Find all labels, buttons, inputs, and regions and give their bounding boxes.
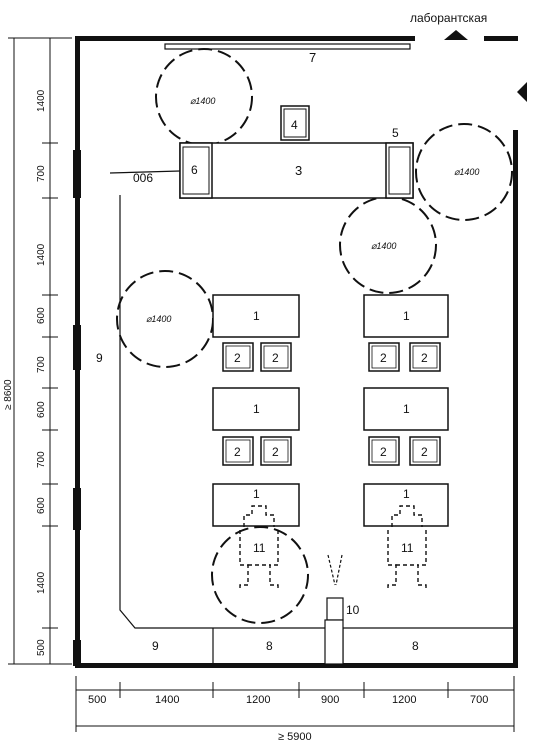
dim-bottom-5: 1200 — [392, 694, 416, 706]
dim-left-3: 1400 — [36, 243, 47, 266]
dim-bottom-6: 700 — [470, 694, 488, 706]
desk-left-3 — [212, 483, 300, 527]
label-desk-l2: 1 — [253, 402, 260, 416]
wheelchair-place-right — [387, 505, 427, 590]
dim-bottom-3: 1200 — [246, 694, 270, 706]
dim-bottom-1: 500 — [88, 694, 106, 706]
dim-bottom-total: ≥ 5900 — [278, 731, 312, 743]
student-desks — [212, 294, 449, 527]
label-wheelchair-left: 11 — [253, 541, 266, 555]
dim-left-total: ≥ 8600 — [3, 379, 14, 410]
dim-bottom-4: 900 — [321, 694, 339, 706]
label-item-9-bottom: 9 — [152, 639, 159, 653]
label-item-5: 5 — [392, 126, 399, 140]
turn-circle-5 — [211, 526, 309, 624]
turn-circle-label-3: ⌀1400 — [371, 241, 396, 251]
label-item-10: 10 — [346, 603, 360, 617]
dim-left-7: 700 — [36, 451, 47, 468]
desk-right-3 — [363, 483, 449, 527]
side-strip-outline — [119, 195, 514, 629]
label-chair: 2 — [421, 351, 428, 365]
desk-right-2 — [363, 387, 449, 431]
label-wheelchair-right: 11 — [401, 541, 414, 555]
desk-left-1 — [212, 294, 300, 338]
item-4-box — [280, 105, 310, 141]
label-desk-r2: 1 — [403, 402, 410, 416]
dim-left-6: 600 — [36, 401, 47, 418]
student-chairs — [222, 342, 441, 466]
dim-left-9: 1400 — [36, 571, 47, 594]
dim-left-8: 600 — [36, 497, 47, 514]
board-item-7 — [164, 43, 411, 50]
turn-circles — [116, 48, 513, 624]
item-6-box — [179, 142, 213, 199]
turn-circle-label-4: ⌀1400 — [146, 314, 171, 324]
label-item-9-side: 9 — [96, 351, 103, 365]
wheelchair-place-left — [239, 505, 279, 590]
door-arrow-right — [517, 82, 527, 102]
turn-circle-label-2: ⌀1400 — [454, 167, 479, 177]
door-arrow-top — [444, 30, 468, 40]
bottom-dimension-chain — [75, 676, 515, 732]
turn-circle-label-1: ⌀1400 — [190, 96, 215, 106]
label-item-8-right: 8 — [412, 639, 419, 653]
dim-bottom-2: 1400 — [155, 694, 179, 706]
label-chair: 2 — [234, 445, 241, 459]
dim-left-10: 500 — [36, 639, 47, 656]
turn-circle-1 — [155, 48, 253, 146]
label-item-7: 7 — [309, 50, 316, 65]
label-chair: 2 — [272, 351, 279, 365]
label-chair: 2 — [380, 445, 387, 459]
label-demo-table: 3 — [295, 163, 302, 178]
item-10 — [324, 554, 344, 665]
dim-left-5: 700 — [36, 356, 47, 373]
desk-left-2 — [212, 387, 300, 431]
desk-right-1 — [363, 294, 449, 338]
label-desk-l1: 1 — [253, 309, 260, 323]
label-item-6: 6 — [191, 163, 198, 177]
label-chair: 2 — [380, 351, 387, 365]
label-desk-r1: 1 — [403, 309, 410, 323]
label-chair: 2 — [234, 351, 241, 365]
label-chair: 2 — [272, 445, 279, 459]
label-desk-r3: 1 — [403, 487, 410, 501]
room-walls — [73, 36, 518, 668]
dim-left-4: 600 — [36, 307, 47, 324]
label-chair: 2 — [421, 445, 428, 459]
dim-left-1: 1400 — [36, 89, 47, 112]
turn-circle-2 — [415, 123, 513, 221]
left-dimension-chain — [8, 37, 72, 665]
item-5-box — [385, 142, 414, 199]
label-item-8-left: 8 — [266, 639, 273, 653]
dim-left-2: 700 — [36, 165, 47, 182]
adjacent-room-label: лаборантская — [410, 11, 487, 25]
label-desk-l3: 1 — [253, 487, 260, 501]
wall-mark-006: 006 — [133, 171, 153, 185]
label-item-4: 4 — [291, 118, 298, 132]
